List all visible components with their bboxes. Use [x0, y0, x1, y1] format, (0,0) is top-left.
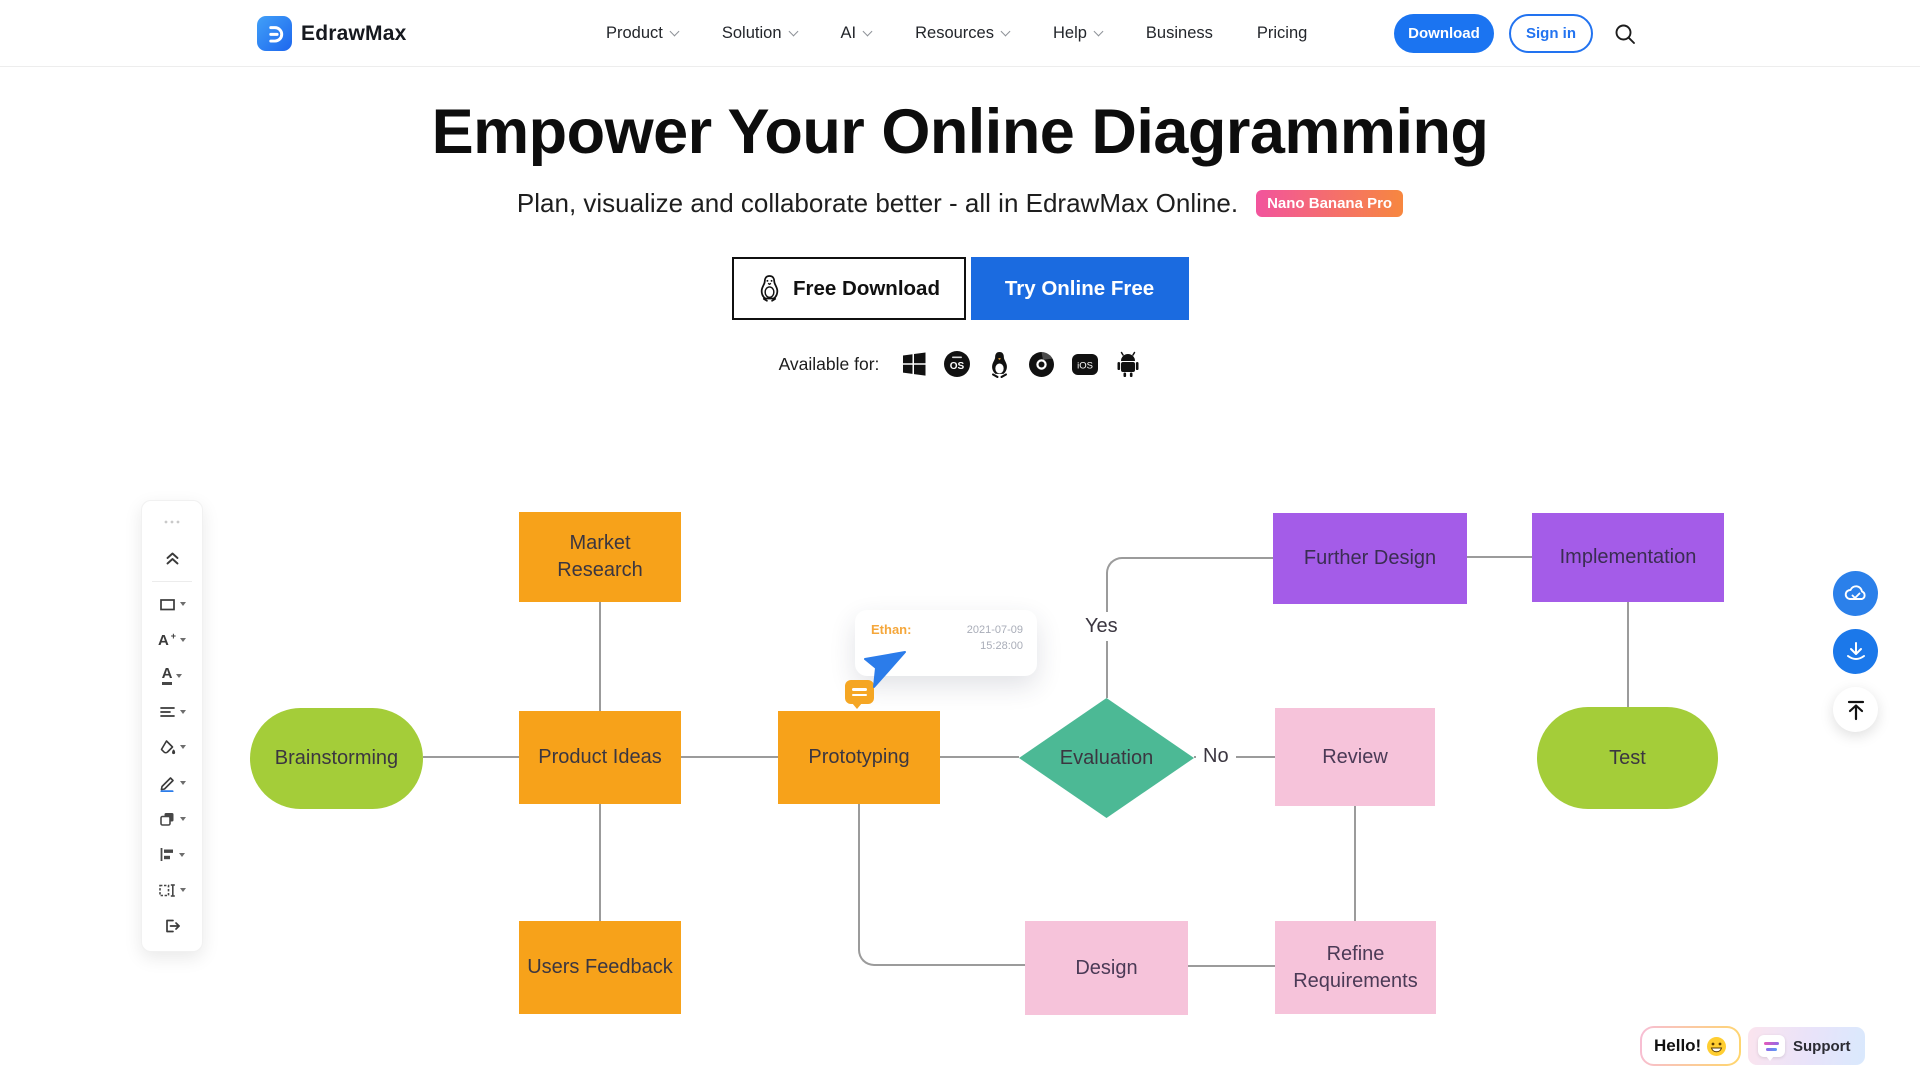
nav-help[interactable]: Help [1053, 24, 1104, 43]
diagram-toolbar: A+ A [141, 500, 203, 952]
flow-node-brainstorming[interactable]: Brainstorming [250, 708, 423, 809]
top-navbar: EdrawMax Product Solution AI Resources H… [0, 0, 1920, 67]
nav-product[interactable]: Product [606, 24, 680, 43]
support-chat-icon [1758, 1035, 1785, 1061]
edge-label-yes: Yes [1078, 612, 1125, 641]
flow-node-evaluation[interactable]: Evaluation [1019, 698, 1194, 818]
distribute-icon[interactable] [142, 877, 202, 903]
collaborator-cursor-icon [864, 646, 908, 695]
hello-chat-button[interactable]: Hello! [1640, 1026, 1742, 1066]
connector [599, 804, 601, 921]
toolbar-divider [152, 580, 192, 582]
signin-button[interactable]: Sign in [1509, 14, 1593, 53]
try-online-free-button[interactable]: Try Online Free [970, 257, 1189, 320]
chevron-down-icon [1000, 26, 1011, 37]
more-icon[interactable] [142, 509, 202, 535]
nav-ai[interactable]: AI [841, 24, 873, 43]
comment-timestamp: 2021-07-09 15:28:00 [966, 624, 1023, 652]
connector [423, 756, 519, 758]
smiley-icon [1707, 1036, 1727, 1056]
svg-text:OS: OS [950, 361, 965, 372]
nano-banana-badge[interactable]: Nano Banana Pro [1256, 190, 1404, 217]
edrawmax-logo-icon[interactable] [257, 16, 292, 51]
back-to-top-button[interactable] [1833, 687, 1878, 732]
svg-text:iOS: iOS [1078, 360, 1094, 371]
chevron-down-icon [669, 26, 680, 37]
edge-label-no: No [1196, 742, 1236, 771]
collapse-icon[interactable] [142, 545, 202, 571]
flow-node-test[interactable]: Test [1537, 707, 1718, 809]
available-for-label: Available for: [778, 353, 880, 374]
chevron-down-icon [788, 26, 798, 37]
nav-pricing[interactable]: Pricing [1256, 24, 1308, 42]
nav-solution[interactable]: Solution [722, 24, 798, 43]
connector [681, 756, 778, 758]
linux-icon [987, 351, 1012, 378]
logo-glyph [268, 25, 283, 43]
text-align-icon[interactable] [142, 699, 202, 725]
flow-node-users-feedback[interactable]: Users Feedback [519, 921, 681, 1014]
hero-subtitle-row: Plan, visualize and collaborate better -… [0, 188, 1920, 219]
flow-node-further-design[interactable]: Further Design [1273, 513, 1467, 604]
download-float-button[interactable] [1833, 629, 1878, 674]
flow-node-prototyping[interactable]: Prototyping [778, 711, 940, 804]
ios-icon: iOS [1071, 351, 1099, 378]
font-size-icon[interactable]: A+ [142, 627, 202, 653]
windows-icon [901, 351, 927, 377]
page-title: Empower Your Online Diagramming [431, 97, 1489, 167]
comment-author: Ethan: [871, 622, 912, 637]
flow-node-implementation[interactable]: Implementation [1532, 513, 1724, 602]
copy-style-icon[interactable] [142, 806, 202, 832]
connector [599, 602, 601, 711]
comment-bubble-icon[interactable] [845, 680, 874, 709]
pen-icon[interactable] [142, 770, 202, 796]
font-color-icon[interactable]: A [142, 663, 202, 689]
support-label: Support [1793, 1037, 1851, 1055]
connector [1627, 602, 1629, 707]
chevron-down-icon [1093, 26, 1104, 37]
connector [1188, 965, 1275, 967]
flow-node-design[interactable]: Design [1025, 921, 1188, 1015]
support-button[interactable]: Support [1748, 1027, 1865, 1065]
flow-node-review[interactable]: Review [1275, 708, 1435, 806]
connector-yes [1106, 557, 1273, 698]
android-icon [1115, 351, 1141, 378]
chevron-down-icon [862, 26, 873, 37]
hero-subtitle: Plan, visualize and collaborate better -… [516, 188, 1239, 218]
available-platforms-row: Available for: OS [0, 350, 1920, 378]
download-button[interactable]: Download [1394, 14, 1494, 53]
brand-name[interactable]: EdrawMax [301, 21, 407, 45]
chrome-icon [1028, 351, 1055, 378]
connector [1354, 806, 1356, 921]
nav-resources[interactable]: Resources [915, 24, 1011, 43]
flow-node-product-ideas[interactable]: Product Ideas [519, 711, 681, 804]
flow-node-market-research[interactable]: Market Research [519, 512, 681, 602]
free-download-label: Free Download [793, 276, 940, 300]
nav-business[interactable]: Business [1145, 24, 1213, 42]
fill-color-icon[interactable] [142, 734, 202, 760]
export-icon[interactable] [142, 913, 202, 939]
flow-node-refine-requirements[interactable]: Refine Requirements [1275, 921, 1436, 1014]
connector [1467, 556, 1532, 558]
hero-cta-row: Free Download Try Online Free [0, 257, 1920, 320]
hello-label: Hello! [1654, 1036, 1702, 1055]
free-download-button[interactable]: Free Download [731, 257, 966, 320]
search-icon[interactable] [1612, 22, 1638, 48]
macos-icon: OS [943, 350, 971, 378]
cloud-sync-button[interactable] [1833, 571, 1878, 616]
connector [940, 756, 1019, 758]
main-nav: Product Solution AI Resources Help Busin… [606, 0, 1307, 67]
align-icon[interactable] [142, 842, 202, 868]
linux-penguin-icon [760, 275, 779, 302]
connector-prototyping-design [858, 804, 1025, 966]
shape-icon[interactable] [142, 591, 202, 617]
